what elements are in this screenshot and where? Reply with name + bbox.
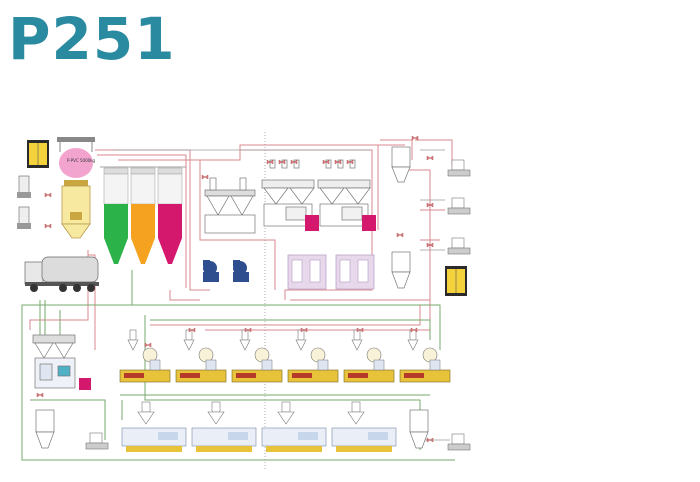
mixing-station-2 [261, 159, 315, 227]
bag-label: P-PVC 5000kg [67, 158, 95, 163]
upper-extruder-4 [287, 329, 339, 383]
weighing-unit-2 [335, 254, 375, 290]
upper-extruder-1 [119, 329, 171, 383]
upper-extruder-2 [175, 329, 227, 383]
hopper-right-top [391, 146, 411, 183]
reject-bin-2 [305, 215, 319, 231]
valve-7 [322, 159, 330, 165]
page-title: P251 [8, 5, 176, 73]
bulk-bag-unloader: P-PVC 5000kg [57, 137, 95, 239]
valve-17 [244, 327, 252, 333]
blower-1 [203, 260, 219, 282]
lower-extruder-4 [331, 401, 397, 452]
valve-6 [290, 159, 298, 165]
valve-14 [396, 232, 404, 238]
dryer-right-4 [447, 433, 471, 451]
mixing-station-1 [204, 177, 256, 234]
valve-5 [278, 159, 286, 165]
valve-19 [356, 327, 364, 333]
silo-orange [130, 167, 156, 264]
tanker-truck [24, 256, 99, 292]
reject-bin-1 [79, 378, 91, 390]
valve-12 [426, 202, 434, 208]
valve-22 [426, 437, 434, 443]
hopper-right-mid [391, 251, 411, 289]
valves [36, 135, 434, 443]
valve-20 [410, 327, 418, 333]
dryer-bottom-left [85, 432, 109, 450]
red-pipe-network [29, 139, 453, 350]
upper-extruder-3 [231, 329, 283, 383]
valve-3 [201, 174, 209, 180]
valve-18 [300, 327, 308, 333]
silo-green [103, 167, 129, 264]
dust-collector-left-2 [17, 206, 31, 229]
dryer-right-3 [447, 237, 471, 255]
weighing-unit-1 [287, 254, 327, 290]
silo-magenta [157, 167, 183, 264]
valve-1 [44, 192, 52, 198]
dust-collector-left-1 [17, 175, 31, 198]
lower-extruder-3 [261, 401, 327, 452]
control-cabinet-left [27, 140, 49, 168]
upper-extruder-6 [399, 329, 451, 383]
central-feeder-unit [32, 334, 76, 389]
valve-15 [144, 342, 152, 348]
upper-extruder-5 [343, 329, 395, 383]
valve-21 [36, 392, 44, 398]
hopper-bottom-left [35, 409, 55, 449]
valve-11 [426, 155, 434, 161]
valve-4 [266, 159, 274, 165]
lower-extruder-2 [191, 401, 257, 452]
lower-extruder-row [121, 401, 397, 452]
valve-16 [188, 327, 196, 333]
valve-8 [334, 159, 342, 165]
valve-2 [44, 223, 52, 229]
reject-bin-3 [362, 215, 376, 231]
valve-10 [411, 135, 419, 141]
dryer-right-1 [447, 159, 471, 177]
control-cabinet-right [445, 266, 467, 296]
valve-9 [346, 159, 354, 165]
mixing-station-3 [317, 159, 371, 227]
gray-pipe-network [115, 132, 450, 470]
blower-2 [233, 260, 249, 282]
hopper-bottom-right [409, 409, 429, 449]
valve-13 [426, 242, 434, 248]
upper-extruder-row [119, 329, 451, 383]
dryer-right-2 [447, 197, 471, 215]
lower-extruder-1 [121, 401, 187, 452]
